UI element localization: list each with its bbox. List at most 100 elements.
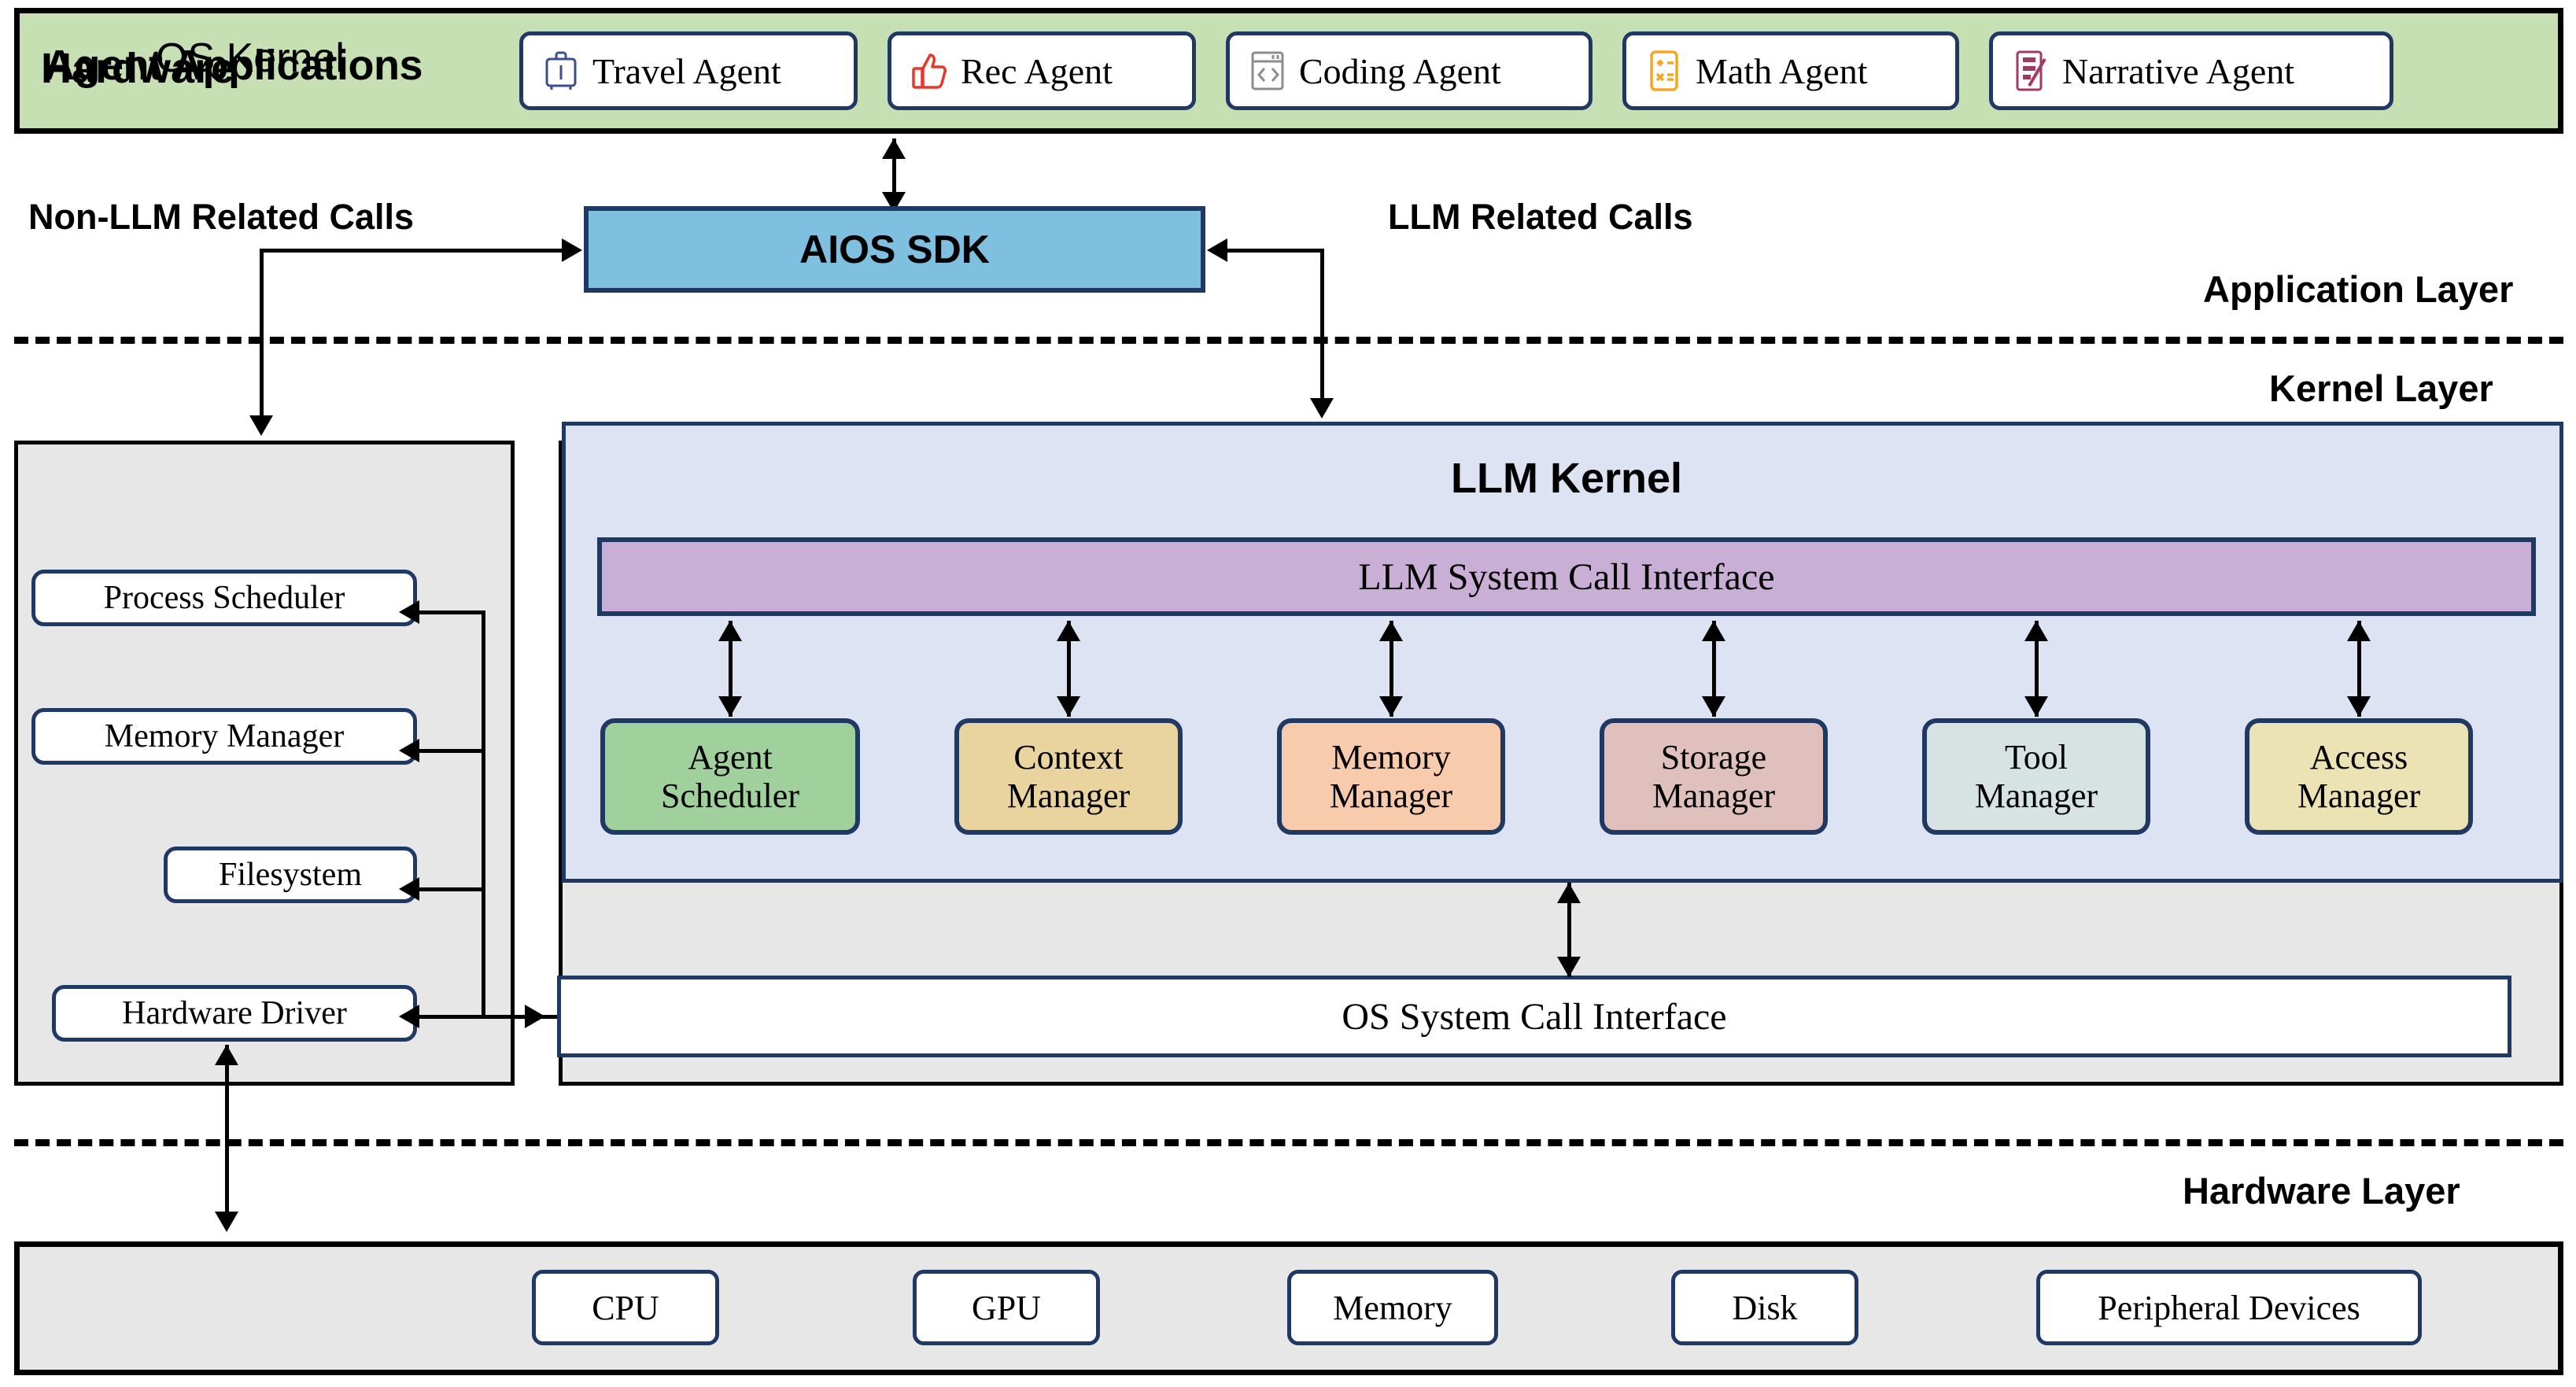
os-process-scheduler-connector [419, 611, 484, 614]
aios-sdk-box[interactable]: AIOS SDK [584, 206, 1205, 293]
kernel-layer-label: Kernel Layer [2269, 367, 2493, 409]
thumbs-up-icon [909, 48, 950, 94]
manager-arrowhead-down-memory-manager [1379, 696, 1403, 717]
manager-arrowhead-up-memory-manager [1379, 621, 1403, 641]
llm-kernel-os-syscall-arrowhead-down [1557, 957, 1581, 977]
os-filesystem-arrowhead [399, 877, 419, 901]
non-llm-call-vertical-line [260, 249, 264, 420]
calculator-icon [1644, 48, 1685, 94]
os-kernel-component-hardware-driver[interactable]: Hardware Driver [52, 985, 417, 1042]
agents-sdk-connector-line [892, 138, 896, 212]
hardware-chip-label: CPU [592, 1288, 659, 1327]
non-llm-related-calls-label: Non-LLM Related Calls [28, 197, 415, 237]
manager-box-line1: Storage [1660, 737, 1767, 776]
manager-box-line1: Context [1013, 737, 1124, 776]
manager-arrowhead-down-agent-scheduler [718, 696, 742, 717]
manager-arrowhead-down-storage-manager [1702, 696, 1725, 717]
manager-box-line2: Manager [1006, 776, 1131, 815]
manager-box-line2: Manager [1329, 776, 1453, 815]
agent-chip-label: Narrative Agent [2062, 50, 2295, 91]
manager-arrowhead-up-agent-scheduler [718, 621, 742, 641]
agent-chip-coding-agent[interactable]: Coding Agent [1226, 31, 1592, 110]
non-llm-call-arrowhead-down [249, 415, 273, 436]
code-window-icon [1247, 48, 1288, 94]
os-kernel-component-filesystem[interactable]: Filesystem [164, 847, 417, 903]
agent-chip-label: Coding Agent [1299, 50, 1501, 91]
manager-box-line1: Tool [2004, 737, 2069, 776]
non-llm-call-horizontal-line [260, 249, 563, 253]
os-kernel-component-process-scheduler[interactable]: Process Scheduler [31, 570, 417, 626]
manager-box-line2: Scheduler [661, 776, 799, 815]
os-memory-manager-connector [419, 749, 484, 753]
os-system-call-interface-label: OS System Call Interface [1342, 995, 1727, 1038]
os-syscall-inbound-line [482, 1015, 526, 1019]
os-kernel-component-label: Memory Manager [104, 718, 345, 754]
agent-chip-math-agent[interactable]: Math Agent [1622, 31, 1959, 110]
llm-system-call-interface-label: LLM System Call Interface [1358, 555, 1775, 598]
llm-call-arrowhead-down [1310, 398, 1334, 419]
kernel-hardware-divider [14, 1139, 2563, 1146]
note-pencil-icon [2010, 48, 2051, 94]
manager-arrowhead-down-access-manager [2347, 696, 2371, 717]
hardware-chip-disk[interactable]: Disk [1671, 1270, 1858, 1345]
os-memory-manager-arrowhead [399, 739, 419, 762]
manager-arrowhead-up-storage-manager [1702, 621, 1725, 641]
hardware-chip-peripheral-devices[interactable]: Peripheral Devices [2036, 1270, 2422, 1345]
llm-kernel-container: LLM Kernel LLM System Call Interface Age… [562, 422, 2563, 883]
llm-related-calls-label: LLM Related Calls [1388, 197, 1693, 237]
manager-box-line2: Manager [1974, 776, 2098, 815]
llm-system-call-interface[interactable]: LLM System Call Interface [597, 537, 2536, 616]
agent-applications-title: Agent Applications [44, 42, 423, 89]
manager-box-line1: Memory [1331, 737, 1451, 776]
hardware-chip-label: Peripheral Devices [2098, 1288, 2360, 1327]
manager-arrowhead-up-tool-manager [2024, 621, 2048, 641]
os-syscall-inbound-arrowhead [525, 1005, 545, 1028]
agents-sdk-arrowhead-up [882, 138, 906, 159]
hardware-chip-label: Disk [1732, 1288, 1798, 1327]
hardware-chip-gpu[interactable]: GPU [913, 1270, 1100, 1345]
manager-arrowhead-up-access-manager [2347, 621, 2371, 641]
manager-box-line2: Manager [2297, 776, 2421, 815]
hardware-chip-memory[interactable]: Memory [1287, 1270, 1498, 1345]
aios-sdk-label: AIOS SDK [799, 227, 990, 271]
hardware-chip-label: GPU [971, 1288, 1042, 1327]
os-hardware-driver-arrowhead [399, 1005, 419, 1028]
agent-chip-travel-agent[interactable]: Travel Agent [519, 31, 858, 110]
hardware-band-title: Hardware [41, 45, 235, 92]
suitcase-icon [541, 48, 581, 94]
os-hardware-driver-bus-line [482, 1004, 485, 1018]
os-system-call-interface[interactable]: OS System Call Interface [557, 976, 2511, 1057]
agent-chip-rec-agent[interactable]: Rec Agent [888, 31, 1196, 110]
manager-arrowhead-down-context-manager [1057, 696, 1080, 717]
os-kernel-component-label: Process Scheduler [103, 580, 345, 616]
manager-connector-line-agent-scheduler [729, 621, 733, 717]
llm-kernel-os-syscall-connector [1567, 883, 1571, 977]
manager-box-line1: Agent [688, 737, 773, 776]
os-components-bus-line [482, 611, 485, 1004]
manager-box-line1: Access [2309, 737, 2408, 776]
os-filesystem-connector [419, 887, 484, 891]
manager-arrowhead-up-context-manager [1057, 621, 1080, 641]
manager-connector-line-tool-manager [2035, 621, 2039, 717]
application-kernel-divider [14, 337, 2563, 344]
manager-connector-line-memory-manager [1389, 621, 1393, 717]
llm-call-arrowhead-left [1207, 238, 1227, 262]
llm-kernel-os-syscall-arrowhead-up [1557, 883, 1581, 903]
agent-chip-narrative-agent[interactable]: Narrative Agent [1989, 31, 2393, 110]
os-kernel-component-memory-manager[interactable]: Memory Manager [31, 708, 417, 765]
application-layer-label: Application Layer [2203, 268, 2514, 310]
os-kernel-title: OS Kernel [156, 35, 345, 81]
hardware-chip-cpu[interactable]: CPU [532, 1270, 719, 1345]
hardware-driver-arrowhead-up [215, 1045, 238, 1065]
os-process-scheduler-arrowhead [399, 600, 419, 624]
manager-connector-line-storage-manager [1712, 621, 1716, 717]
hardware-chip-label: Memory [1333, 1288, 1452, 1327]
manager-connector-line-access-manager [2357, 621, 2361, 717]
manager-arrowhead-down-tool-manager [2024, 696, 2048, 717]
